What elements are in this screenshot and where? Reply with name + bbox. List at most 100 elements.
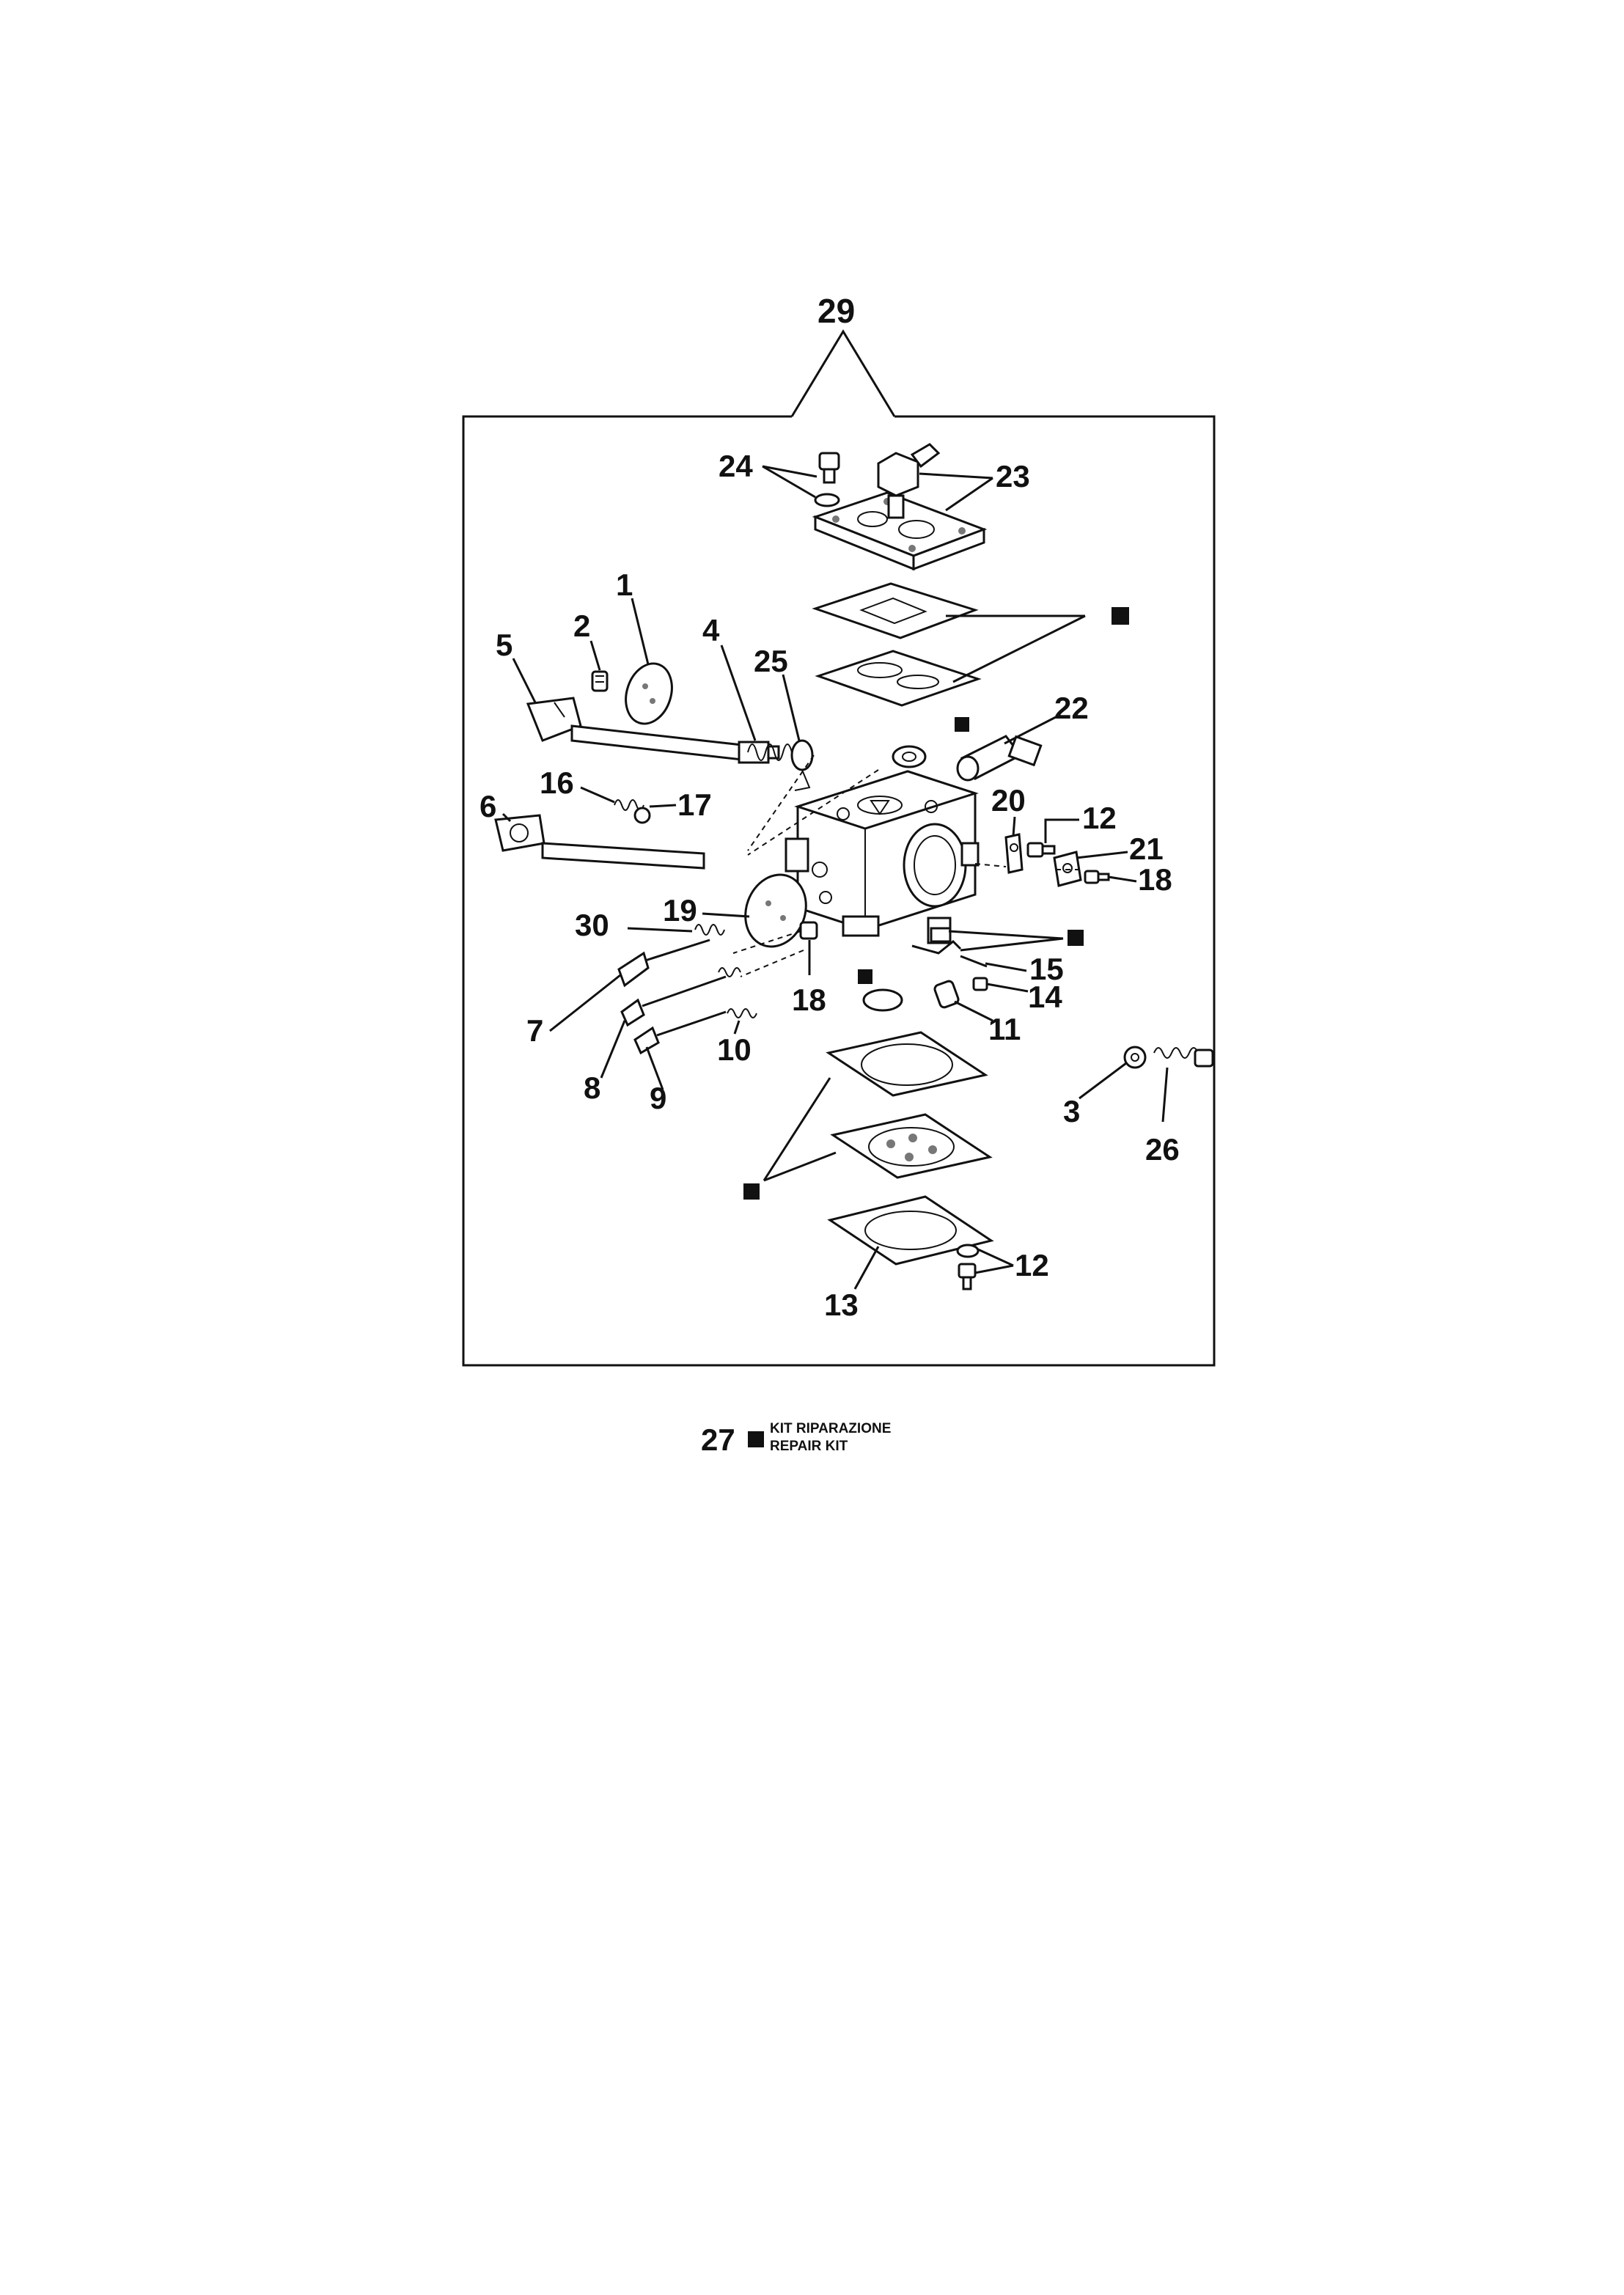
label-16: 16 xyxy=(540,765,574,800)
label-20: 20 xyxy=(991,783,1026,818)
label-10: 10 xyxy=(717,1032,752,1067)
leader-10 xyxy=(733,1020,741,1035)
label-30: 30 xyxy=(575,908,609,942)
label-21: 21 xyxy=(1129,831,1164,866)
leader-9 xyxy=(645,1046,664,1090)
part-cover-bolt xyxy=(956,1244,980,1290)
leader-5 xyxy=(512,658,537,703)
part-metering-diaphragm xyxy=(830,1113,993,1179)
part-lever-pin xyxy=(960,955,988,968)
part-spring-clip xyxy=(790,739,814,791)
leader-30 xyxy=(627,927,693,933)
part-filter-screw xyxy=(1153,1047,1214,1068)
leader-2 xyxy=(589,640,601,671)
label-1: 1 xyxy=(616,568,633,602)
leader-kit-bottom-a xyxy=(763,1077,831,1181)
label-5: 5 xyxy=(496,628,512,662)
label-3: 3 xyxy=(1063,1094,1080,1128)
part-pump-gasket xyxy=(812,582,979,639)
label-25: 25 xyxy=(754,644,788,678)
part-low-needle xyxy=(620,967,741,1027)
leader-23-fitting xyxy=(919,472,993,480)
assembly-frame xyxy=(462,415,1216,1367)
label-26: 26 xyxy=(1145,1132,1180,1167)
legend-kit-number: 27 xyxy=(701,1422,735,1457)
label-4: 4 xyxy=(702,613,720,647)
leader-21 xyxy=(1076,851,1128,859)
label-8: 8 xyxy=(584,1071,600,1105)
part-throttle-spring xyxy=(747,743,793,761)
leader-16 xyxy=(580,786,615,804)
label-2: 2 xyxy=(573,609,590,643)
leader-kit-bottom-b xyxy=(763,1151,837,1182)
part-needle-seat xyxy=(892,745,927,768)
label-14: 14 xyxy=(1028,980,1062,1014)
part-metering-cover xyxy=(827,1195,994,1266)
leader-18-right xyxy=(1108,875,1137,883)
label-13: 13 xyxy=(824,1288,859,1322)
label-12-top: 12 xyxy=(1082,801,1117,835)
leader-1 xyxy=(631,598,650,665)
kit-marker-lever xyxy=(1068,930,1084,946)
legend-kit-italian: KIT RIPARAZIONE xyxy=(770,1421,891,1436)
leader-13 xyxy=(853,1246,880,1290)
part-choke-shaft xyxy=(494,814,705,870)
part-inlet-fitting xyxy=(956,735,1043,782)
label-18-left: 18 xyxy=(792,983,826,1017)
leader-26 xyxy=(1161,1067,1169,1123)
leader-25 xyxy=(782,674,801,741)
part-valve-screw xyxy=(591,670,609,692)
leader-kit-lever-b xyxy=(960,937,1064,952)
assembly-dash-2 xyxy=(732,930,801,954)
part-carburetor-body xyxy=(785,770,980,944)
part-throttle-shaft xyxy=(526,697,780,764)
label-19: 19 xyxy=(663,893,697,928)
label-17: 17 xyxy=(677,787,712,822)
leader-4 xyxy=(720,645,757,741)
label-9: 9 xyxy=(650,1081,666,1115)
kit-marker-top xyxy=(1112,607,1129,625)
part-pump-diaphragm xyxy=(815,650,982,707)
part-washer xyxy=(1123,1046,1147,1069)
leader-3 xyxy=(1079,1062,1127,1100)
leader-24-washer xyxy=(762,465,816,499)
part-idle-spring xyxy=(694,924,725,936)
part-throttle-valve xyxy=(744,873,807,948)
leader-kit-lever-a xyxy=(948,930,1064,940)
label-24: 24 xyxy=(719,449,753,483)
label-22: 22 xyxy=(1054,691,1089,725)
kit-marker-needle xyxy=(955,717,969,732)
part-small-screw-right xyxy=(1084,870,1110,884)
label-12-bottom: 12 xyxy=(1015,1248,1049,1282)
assembly-dash-1 xyxy=(747,754,815,851)
label-7: 7 xyxy=(526,1013,543,1048)
leader-11 xyxy=(954,1000,993,1022)
part-plug xyxy=(862,988,903,1012)
leader-17 xyxy=(649,804,677,808)
leader-7 xyxy=(549,974,621,1032)
label-15: 15 xyxy=(1029,952,1064,986)
leader-kit-top-b xyxy=(952,614,1086,683)
part-choke-valve xyxy=(625,662,673,725)
assembly-dash-3 xyxy=(740,950,804,977)
part-cover-screw xyxy=(814,452,840,507)
part-metering-lever xyxy=(911,927,962,955)
leader-20 xyxy=(1012,816,1016,837)
leader-24-screw xyxy=(762,465,817,478)
leader-15 xyxy=(985,962,1027,972)
part-high-needle xyxy=(633,1010,727,1055)
leader-14 xyxy=(986,983,1029,993)
part-metering-gasket xyxy=(826,1031,988,1097)
leader-12-bottom-b xyxy=(974,1264,1014,1274)
leader-19 xyxy=(702,912,750,918)
label-23: 23 xyxy=(996,459,1030,493)
part-needle-spring xyxy=(727,1008,757,1018)
legend-kit-marker xyxy=(748,1431,764,1447)
leader-22 xyxy=(1004,716,1057,745)
assembly-number: 29 xyxy=(817,292,855,330)
label-11: 11 xyxy=(988,1012,1021,1046)
assembly-dash-6 xyxy=(747,769,879,856)
part-fuel-fitting xyxy=(877,443,941,519)
kit-marker-bottom xyxy=(743,1183,760,1200)
